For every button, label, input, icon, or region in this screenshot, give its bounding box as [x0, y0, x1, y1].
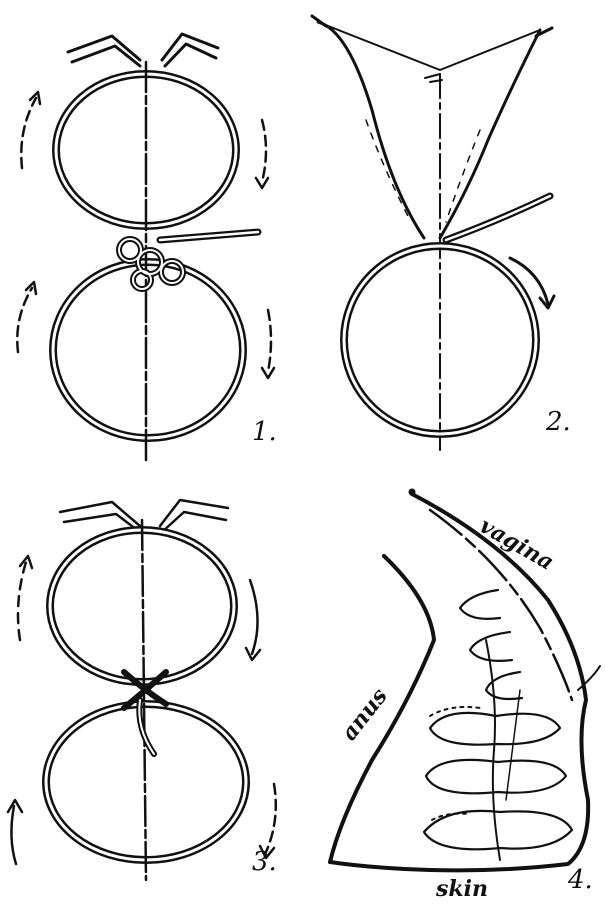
panel-2 — [312, 16, 554, 450]
panel-1-arrow-upper-right — [262, 120, 266, 182]
panel-4-tear-line — [486, 640, 500, 860]
panel-3-arrow-lower-right — [266, 784, 276, 852]
panel-4-lower-sutures — [424, 713, 572, 849]
panel-4-number: 4. — [567, 865, 593, 895]
label-skin: skin — [435, 876, 488, 902]
panel-1-tissue-right — [162, 34, 218, 66]
panel-3-arrow-lower-left — [11, 806, 16, 864]
panel-4 — [330, 489, 600, 870]
panel-3-number: 3. — [252, 847, 277, 877]
panel-2-number: 2. — [545, 407, 571, 437]
panel-3 — [8, 500, 276, 880]
panel-1-arrow-lower-left — [17, 288, 32, 352]
panel-1-number: 1. — [252, 417, 277, 447]
panel-3-tissue-right — [160, 500, 228, 532]
panel-1-tissue-left — [68, 36, 140, 66]
panel-3-arrow-upper-right — [250, 580, 258, 654]
panel-4-upper-sutures — [460, 590, 522, 699]
panel-1-arrow-upper-left — [21, 98, 36, 168]
panel-1-arrow-lower-right — [268, 310, 271, 372]
panel-2-tissue-top — [318, 22, 540, 70]
panel-1 — [17, 34, 274, 460]
panel-2-tissue-wedge — [318, 22, 540, 238]
panel-3-arrow-upper-left — [18, 562, 26, 640]
